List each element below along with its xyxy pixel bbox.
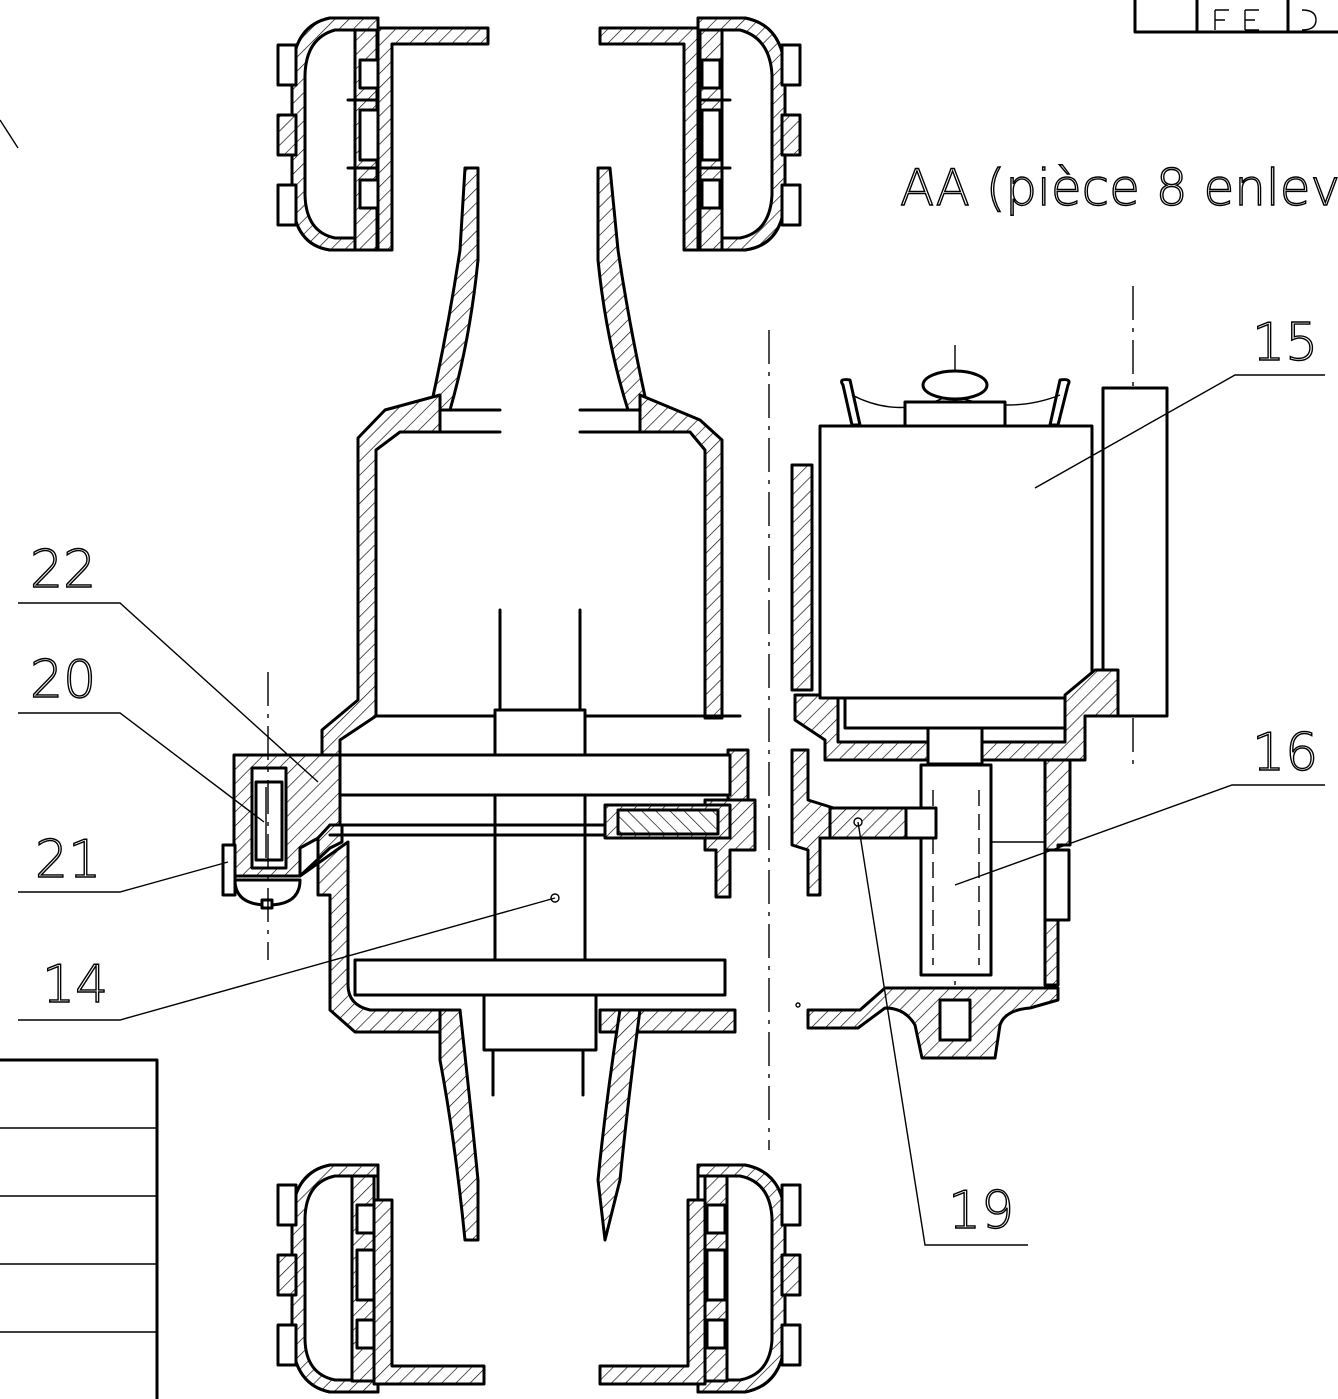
label-19: 19 <box>948 1181 1014 1241</box>
title-block-top <box>1133 0 1338 34</box>
shaft-assembly <box>328 608 732 1097</box>
wheel-top-right <box>598 16 802 252</box>
wheel-bottom-left <box>276 1163 486 1394</box>
central-housing <box>221 166 757 1242</box>
motor-assembly <box>790 369 1169 1060</box>
label-15: 15 <box>1252 313 1318 373</box>
stray-leader <box>0 119 19 149</box>
label-14: 14 <box>42 955 108 1015</box>
wheel-top-left <box>276 16 490 252</box>
parts-list-table <box>0 1058 159 1399</box>
section-view-title: AA (pièce 8 enlevée <box>900 159 1338 217</box>
leader-lines <box>18 374 1325 1246</box>
label-21: 21 <box>35 830 101 890</box>
label-20: 20 <box>30 650 96 710</box>
label-16: 16 <box>1252 723 1318 783</box>
wheel-bottom-right <box>598 1163 802 1394</box>
label-22: 22 <box>30 540 96 600</box>
